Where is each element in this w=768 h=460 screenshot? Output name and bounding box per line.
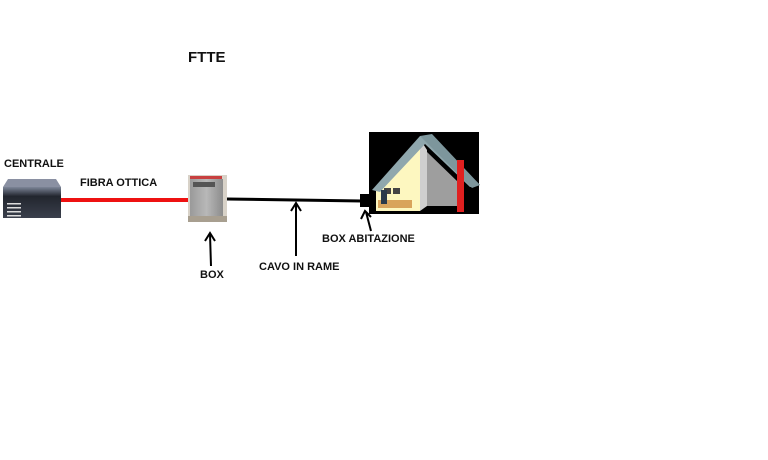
box-abitazione-label: BOX ABITAZIONE: [322, 233, 415, 245]
box-arrow-icon: [204, 231, 216, 267]
centrale-server-icon: [3, 179, 61, 218]
street-cabinet-icon: [188, 175, 227, 222]
diagram-title: FTTE: [188, 49, 226, 66]
centrale-label: CENTRALE: [4, 158, 64, 170]
fibra-ottica-label: FIBRA OTTICA: [80, 177, 158, 189]
box-abitazione-arrow-icon: [360, 209, 372, 232]
house-icon: [360, 132, 480, 214]
copper-line: [226, 197, 363, 203]
cavo-in-rame-label: CAVO IN RAME: [259, 261, 340, 273]
cavo-arrow-icon: [290, 201, 302, 256]
box-label: BOX: [200, 269, 224, 281]
